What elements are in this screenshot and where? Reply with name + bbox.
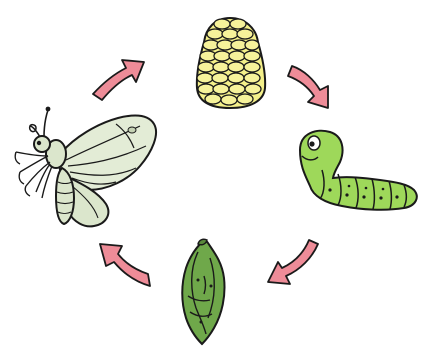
arrow-eggs-to-caterpillar — [288, 66, 328, 108]
stage-caterpillar — [300, 131, 417, 210]
chrysalis-spot — [200, 321, 203, 324]
butterfly-head — [34, 136, 50, 152]
stage-butterfly — [15, 107, 156, 227]
chrysalis-spot — [210, 285, 213, 288]
arrow-caterpillar-to-chrysalis — [268, 240, 318, 284]
arrow-butterfly-to-eggs — [93, 60, 144, 100]
arrow-chrysalis-to-butterfly — [100, 244, 150, 286]
stage-eggs — [197, 18, 265, 108]
stage-chrysalis — [182, 239, 224, 344]
caterpillar-pupil — [309, 141, 314, 146]
butterfly-eye — [37, 141, 41, 145]
antenna-tip — [46, 107, 51, 112]
chrysalis-spot — [197, 279, 200, 282]
butterfly-antennae — [30, 110, 48, 137]
butterfly-wing-spot — [128, 127, 136, 133]
chrysalis-body — [182, 241, 224, 344]
